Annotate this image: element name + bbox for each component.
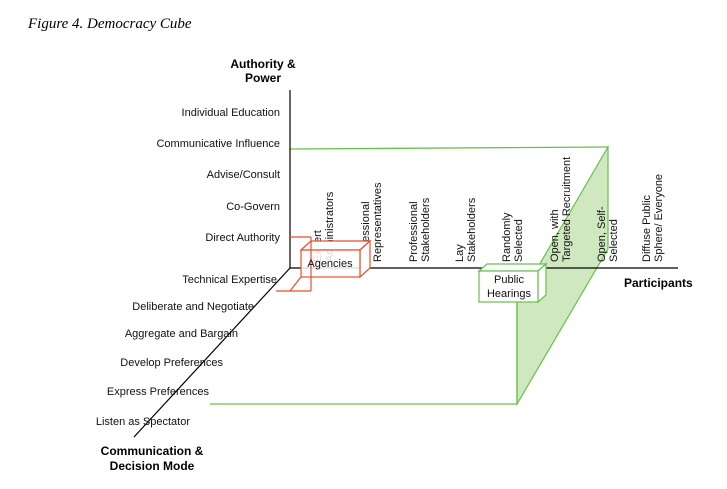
authority-level-label: Advise/Consult <box>207 169 280 181</box>
communication-mode-label: Listen as Spectator <box>96 416 191 428</box>
public-hearings-box-front <box>478 270 539 303</box>
authority-level-label: Co-Govern <box>226 201 280 213</box>
participant-label-line1: Open, with <box>549 209 561 262</box>
participant-label-line2: Sphere/ Everyone <box>653 174 665 262</box>
communication-mode-label: Develop Preferences <box>120 357 223 369</box>
authority-level-label: Communicative Influence <box>156 138 280 150</box>
agencies-connector-diagonal <box>289 276 302 292</box>
participant-label-line1: Lay <box>454 244 466 262</box>
communication-mode-label: Express Preferences <box>107 386 210 398</box>
participants-axis-title: Participants <box>624 276 693 290</box>
participant-label-line2: Representatives <box>372 182 384 262</box>
authority-axis-title-line2: Power <box>245 71 281 85</box>
communication-axis-title-line2: Decision Mode <box>110 459 195 473</box>
participant-label-line2: Stakeholders <box>420 197 432 262</box>
participant-label-line1: Professional <box>408 201 420 262</box>
communication-mode-label: Deliberate and Negotiate <box>132 301 254 313</box>
participant-label: Open, Self- Selected <box>596 206 620 262</box>
agencies-box: Agencies <box>276 236 372 292</box>
participant-label-line1: Randomly <box>501 212 513 262</box>
participant-label: Randomly Selected <box>501 212 525 262</box>
public-hearings-box: Public Hearings <box>477 262 548 304</box>
communication-axis-title-line1: Communication & <box>101 444 204 458</box>
participant-label-line1: Open, Self- <box>596 206 608 262</box>
communication-mode-label: Technical Expertise <box>182 274 277 286</box>
plane-top-edge <box>289 146 609 150</box>
public-hearings-box-top <box>477 263 548 272</box>
public-hearings-label-line1: Public <box>494 274 524 286</box>
communication-mode-label: Aggregate and Bargain <box>125 328 238 340</box>
public-hearings-box-side <box>537 262 547 304</box>
authority-axis-title-line1: Authority & <box>230 57 296 71</box>
participant-label: Lay Stakeholders <box>454 197 478 262</box>
participant-label: Open, with Targeted Recruitment <box>549 157 573 262</box>
participant-label: Diffuse Public Sphere/ Everyone <box>641 174 665 262</box>
participant-label-line2: Targeted Recruitment <box>561 157 573 262</box>
authority-level-label: Direct Authority <box>205 232 280 244</box>
participant-label-line1: Diffuse Public <box>641 194 653 262</box>
participant-label: Professional Stakeholders <box>408 197 432 262</box>
participant-label-line2: Stakeholders <box>466 197 478 262</box>
participant-label-line2: Selected <box>513 219 525 262</box>
public-hearings-label-line2: Hearings <box>487 288 532 300</box>
figure-title: Figure 4. Democracy Cube <box>27 16 192 32</box>
communication-axis <box>133 267 291 438</box>
authority-level-label: Individual Education <box>182 107 280 119</box>
agencies-label: Agencies <box>307 258 353 270</box>
participant-label-line2: Selected <box>608 219 620 262</box>
